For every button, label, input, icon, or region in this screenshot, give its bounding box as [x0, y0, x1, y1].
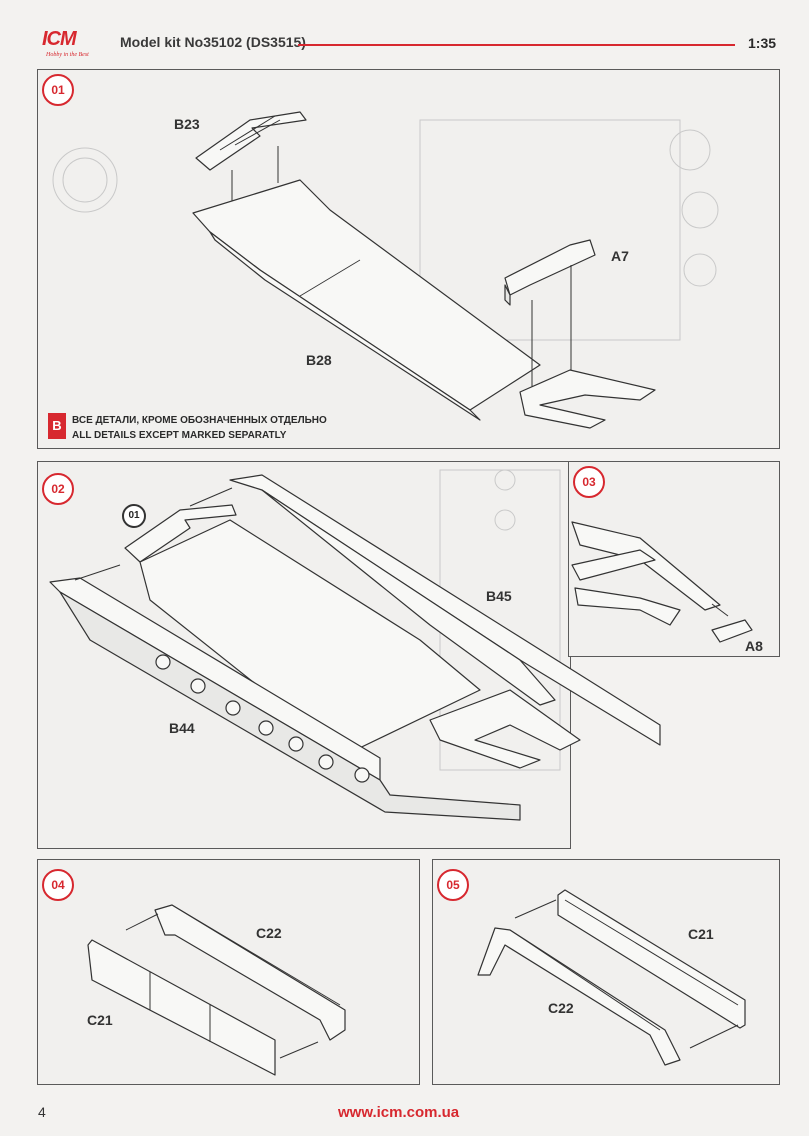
icm-logo: ICM Hobby in the Best — [34, 24, 106, 62]
step-03-number: 03 — [573, 466, 605, 498]
arrow-b44 — [74, 564, 121, 581]
label-a7: A7 — [611, 248, 629, 264]
part-b44 — [49, 577, 521, 821]
step-02-ref-01: 01 — [122, 504, 146, 528]
label-c21-04: C21 — [87, 1012, 113, 1028]
step-04-number: 04 — [42, 869, 74, 901]
model-title: Model kit No35102 (DS3515) — [120, 34, 306, 50]
part-c21-05 — [557, 889, 746, 1029]
logo-tagline: Hobby in the Best — [46, 52, 89, 58]
label-a8: A8 — [745, 638, 763, 654]
rear-fork — [519, 369, 656, 429]
website-link[interactable]: www.icm.com.ua — [338, 1104, 460, 1121]
label-b23: B23 — [174, 116, 200, 132]
part-b45 — [229, 474, 661, 746]
background-ghost-drawing — [52, 119, 719, 341]
part-c22-04 — [154, 904, 346, 1041]
label-b44: B44 — [169, 720, 195, 736]
header-divider — [298, 44, 735, 46]
page-number: 4 — [38, 1104, 46, 1120]
logo-text: ICM — [42, 28, 77, 50]
hull-floor — [139, 519, 481, 756]
part-c22-05 — [477, 927, 681, 1066]
part-b23 — [195, 111, 307, 171]
scale-label: 1:35 — [748, 35, 777, 51]
label-c21-05: C21 — [688, 926, 714, 942]
note-english: ALL DETAILS EXCEPT MARKED SEPARATLY — [72, 430, 287, 441]
step-01-number: 01 — [42, 74, 74, 106]
arrow-b45 — [189, 487, 233, 507]
step-05-number: 05 — [437, 869, 469, 901]
label-b45: B45 — [486, 588, 512, 604]
part-b28 — [192, 179, 541, 421]
part-c21-04 — [87, 939, 276, 1076]
step-02-number: 02 — [42, 473, 74, 505]
label-b28: B28 — [306, 352, 332, 368]
label-c22-04: C22 — [256, 925, 282, 941]
step-03-frame — [571, 521, 721, 626]
label-c22-05: C22 — [548, 1000, 574, 1016]
part-a8 — [711, 619, 753, 643]
b23-on-hull — [124, 504, 237, 563]
part-a7 — [504, 239, 596, 306]
note-russian: ВСЕ ДЕТАЛИ, КРОМЕ ОБОЗНАЧЕННЫХ ОТДЕЛЬНО — [72, 415, 327, 426]
step-01-panel — [37, 69, 780, 449]
note-b-icon: B — [48, 413, 66, 439]
rear-fork-hull — [429, 689, 581, 769]
